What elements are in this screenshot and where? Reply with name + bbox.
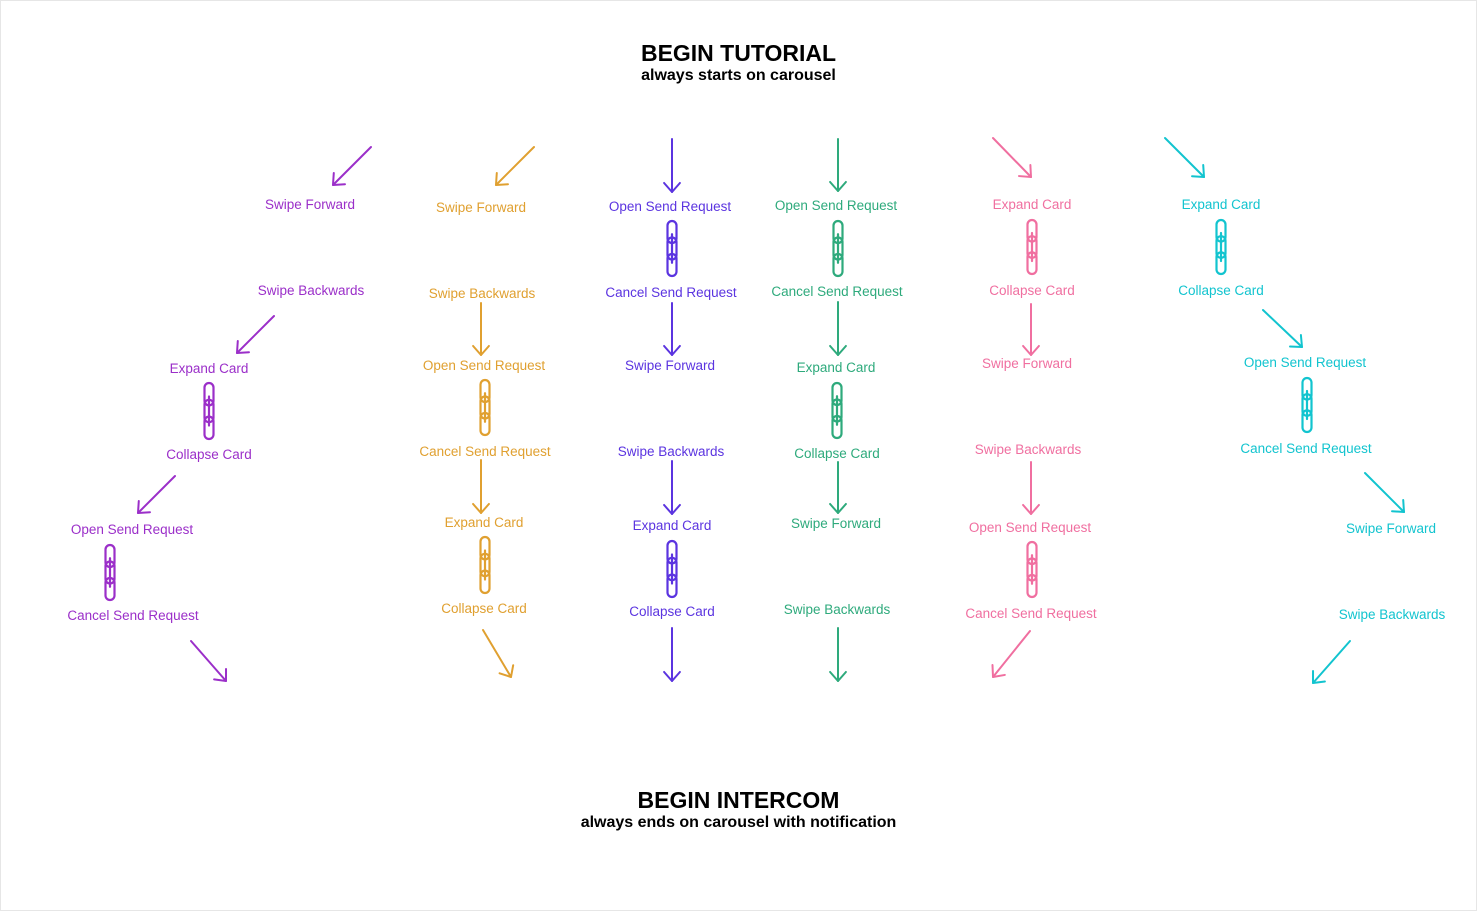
chain-link-icon — [1026, 540, 1038, 599]
flow-arrow — [663, 627, 681, 682]
step-label: Swipe Backwards — [429, 286, 536, 301]
flow-arrow — [190, 640, 228, 682]
flow-arrow — [472, 302, 490, 356]
flow-arrow — [236, 315, 275, 354]
flow-arrow — [1312, 640, 1351, 684]
step-label: Swipe Forward — [982, 356, 1072, 371]
step-label: Expand Card — [1182, 197, 1261, 212]
step-label: Cancel Send Request — [67, 608, 199, 623]
start-title: BEGIN TUTORIAL — [640, 40, 837, 66]
flow-arrow — [1022, 303, 1040, 356]
step-label: Collapse Card — [441, 601, 527, 616]
flow-arrow — [332, 146, 372, 186]
step-label: Expand Card — [633, 518, 712, 533]
chain-link-icon — [831, 381, 843, 440]
chain-link-icon — [203, 381, 215, 441]
flow-arrow — [495, 146, 535, 186]
chain-link-icon — [479, 378, 491, 437]
step-label: Cancel Send Request — [419, 444, 551, 459]
start-subtitle: always starts on carousel — [641, 67, 836, 84]
step-label: Swipe Backwards — [258, 283, 365, 298]
chain-link-icon — [1026, 218, 1038, 276]
step-label: Collapse Card — [166, 447, 252, 462]
step-label: Swipe Backwards — [784, 602, 891, 617]
step-label: Cancel Send Request — [771, 284, 903, 299]
flow-arrow — [1364, 472, 1405, 513]
step-label: Swipe Backwards — [1339, 607, 1446, 622]
flow-arrow — [663, 460, 681, 515]
flow-arrow — [1164, 137, 1205, 178]
chain-link-icon — [479, 535, 491, 595]
step-label: Open Send Request — [969, 520, 1092, 535]
step-label: Cancel Send Request — [1240, 441, 1372, 456]
flow-arrow — [829, 301, 847, 356]
chain-link-icon — [832, 219, 844, 278]
flow-arrow — [991, 630, 1031, 678]
flow-arrow — [829, 627, 847, 682]
step-label: Collapse Card — [794, 446, 880, 461]
step-label: Swipe Backwards — [975, 442, 1082, 457]
step-label: Cancel Send Request — [605, 285, 737, 300]
start-heading: BEGIN TUTORIAL always starts on carousel — [0, 40, 1477, 86]
flow-arrow — [482, 629, 515, 678]
flow-arrow — [829, 138, 847, 192]
end-subtitle: always ends on carousel with notificatio… — [580, 814, 897, 831]
flow-arrow — [663, 302, 681, 356]
step-label: Swipe Forward — [791, 516, 881, 531]
flow-arrow — [829, 461, 847, 514]
step-label: Swipe Forward — [436, 200, 526, 215]
end-heading: BEGIN INTERCOM always ends on carousel w… — [0, 787, 1477, 833]
flow-arrow — [137, 475, 176, 514]
step-label: Swipe Backwards — [618, 444, 725, 459]
step-label: Expand Card — [170, 361, 249, 376]
flow-arrow — [1022, 461, 1040, 515]
step-label: Open Send Request — [1244, 355, 1367, 370]
chain-link-icon — [666, 539, 678, 599]
flow-arrow — [472, 459, 490, 514]
chain-link-icon — [666, 219, 678, 278]
step-label: Swipe Forward — [625, 358, 715, 373]
step-label: Swipe Forward — [265, 197, 355, 212]
step-label: Expand Card — [445, 515, 524, 530]
step-label: Open Send Request — [609, 199, 732, 214]
step-label: Collapse Card — [1178, 283, 1264, 298]
flow-arrow — [663, 138, 681, 193]
step-label: Expand Card — [993, 197, 1072, 212]
end-title: BEGIN INTERCOM — [637, 787, 840, 813]
chain-link-icon — [1215, 218, 1227, 276]
step-label: Open Send Request — [71, 522, 194, 537]
step-label: Collapse Card — [629, 604, 715, 619]
step-label: Cancel Send Request — [965, 606, 1097, 621]
step-label: Expand Card — [797, 360, 876, 375]
step-label: Open Send Request — [775, 198, 898, 213]
step-label: Swipe Forward — [1346, 521, 1436, 536]
chain-link-icon — [1301, 376, 1313, 434]
step-label: Open Send Request — [423, 358, 546, 373]
flow-arrow — [992, 137, 1032, 178]
chain-link-icon — [104, 543, 116, 602]
flow-arrow — [1262, 309, 1303, 348]
step-label: Collapse Card — [989, 283, 1075, 298]
